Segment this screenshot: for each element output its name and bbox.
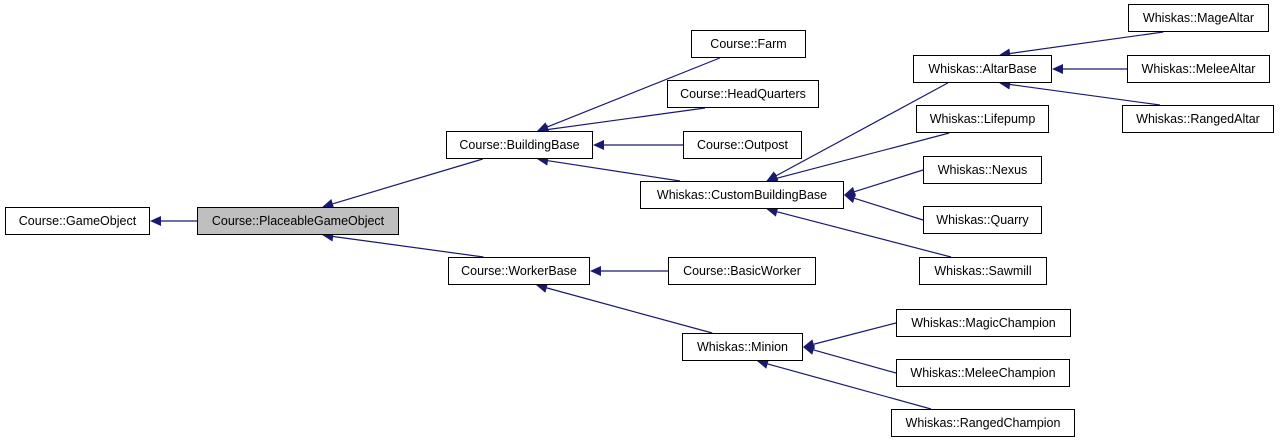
edge-farm-to-buildingbase	[547, 57, 720, 128]
node-course-workerbase[interactable]: Course::WorkerBase	[448, 257, 590, 285]
edge-buildingbase-to-placeable	[332, 158, 483, 205]
node-whiskas-sawmill[interactable]: Whiskas::Sawmill	[919, 257, 1047, 285]
edge-quarry-to-custombuildingbase	[854, 197, 924, 221]
arrowhead-meleechampion-to-minion	[803, 345, 815, 355]
node-course-placeablegameobject[interactable]: Course::PlaceableGameObject	[197, 207, 399, 235]
node-course-basicworker[interactable]: Course::BasicWorker	[668, 257, 816, 285]
node-whiskas-rangedaltar[interactable]: Whiskas::RangedAltar	[1122, 105, 1274, 133]
edge-workerbase-to-placeable	[333, 235, 484, 258]
arrowhead-buildingbase-to-placeable	[322, 199, 335, 209]
arrowhead-sawmill-to-custombuildingbase	[766, 206, 779, 217]
node-whiskas-magicchampion[interactable]: Whiskas::MagicChampion	[896, 309, 1071, 337]
edge-magealtar-to-altarbase	[1009, 31, 1164, 55]
arrowhead-placeable-to-gameobject	[150, 216, 161, 226]
node-whiskas-lifepump[interactable]: Whiskas::Lifepump	[916, 105, 1049, 133]
edge-rangedchampion-to-minion	[767, 363, 932, 410]
arrowhead-rangedchampion-to-minion	[757, 359, 769, 369]
arrowhead-meleealtar-to-altarbase	[1052, 64, 1063, 74]
node-whiskas-rangedchampion[interactable]: Whiskas::RangedChampion	[891, 409, 1075, 437]
node-course-farm[interactable]: Course::Farm	[691, 30, 806, 58]
edge-meleechampion-to-minion	[813, 349, 897, 374]
edge-sawmill-to-custombuildingbase	[776, 211, 952, 258]
edge-rangedaltar-to-altarbase	[1009, 83, 1161, 106]
node-whiskas-custombuildingbase[interactable]: Whiskas::CustomBuildingBase	[640, 181, 844, 209]
node-whiskas-altarbase[interactable]: Whiskas::AltarBase	[913, 55, 1052, 83]
node-whiskas-nexus[interactable]: Whiskas::Nexus	[923, 156, 1042, 184]
node-whiskas-minion[interactable]: Whiskas::Minion	[682, 333, 803, 361]
arrowhead-minion-to-workerbase	[536, 283, 548, 293]
edge-hq-to-buildingbase	[547, 107, 706, 131]
node-course-gameobject[interactable]: Course::GameObject	[5, 207, 150, 235]
arrowhead-quarry-to-custombuildingbase	[844, 193, 856, 204]
node-course-headquarters[interactable]: Course::HeadQuarters	[667, 80, 819, 108]
node-whiskas-quarry[interactable]: Whiskas::Quarry	[923, 206, 1042, 234]
node-whiskas-meleechampion[interactable]: Whiskas::MeleeChampion	[896, 359, 1070, 387]
edge-nexus-to-custombuildingbase	[854, 169, 924, 193]
node-whiskas-meleealtar[interactable]: Whiskas::MeleeAltar	[1127, 55, 1270, 83]
edge-magicchampion-to-minion	[813, 322, 897, 345]
edge-altarbase-to-custombuildingbase	[775, 82, 949, 177]
arrowhead-outpost-to-buildingbase	[593, 140, 604, 150]
arrowhead-basicworker-to-workerbase	[590, 266, 601, 276]
edge-lifepump-to-custombuildingbase	[776, 132, 950, 179]
arrowhead-lifepump-to-custombuildingbase	[766, 173, 779, 184]
node-whiskas-magealtar[interactable]: Whiskas::MageAltar	[1128, 4, 1269, 32]
edge-minion-to-workerbase	[546, 287, 713, 334]
node-course-outpost[interactable]: Course::Outpost	[683, 131, 802, 159]
edge-custombuildingbase-to-buildingbase	[547, 160, 681, 182]
node-course-buildingbase[interactable]: Course::BuildingBase	[446, 131, 593, 159]
